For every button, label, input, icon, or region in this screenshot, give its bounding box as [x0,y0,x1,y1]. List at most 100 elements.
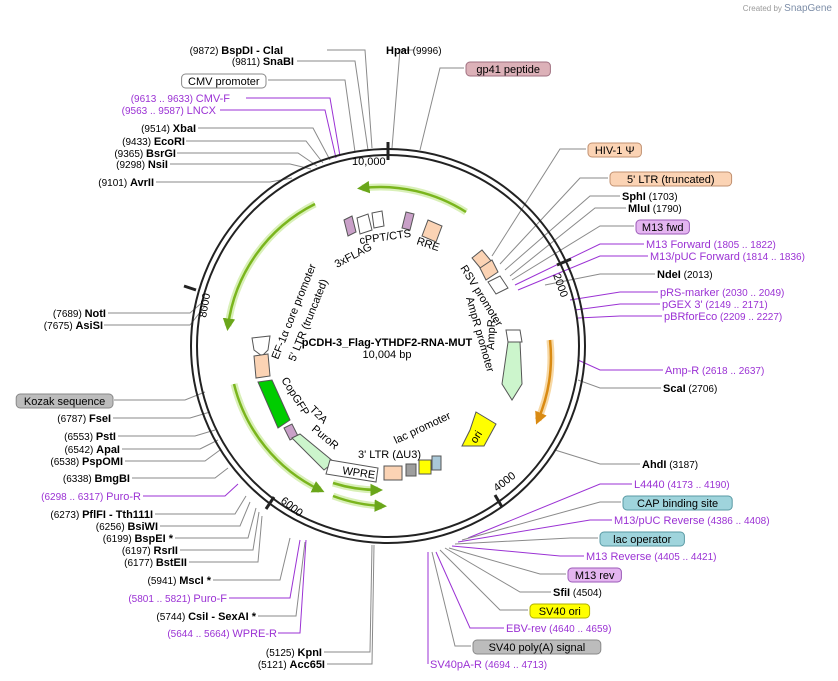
label-apai: (6542) ApaI [64,444,120,456]
label-bspei: (6199) BspEI * [103,533,174,545]
label-noti: (7689) NotI [53,308,106,320]
feature-box-text: M13 fwd [642,222,684,234]
feature-arcs [222,180,555,512]
label-gp41-peptide: gp41 peptide [465,61,551,77]
label-ori: ori [468,429,485,446]
label-ahdi: AhdI (3187) [642,459,698,471]
label-name: NdeI [657,269,681,281]
label-pbrforeco: pBRforEco (2209 .. 2227) [664,311,782,323]
tick-10000: 10,000 [352,156,386,168]
label-name: M13/pUC Forward [650,251,740,263]
label-name: XbaI [173,123,196,135]
label-hiv-1: HIV-1 Ψ [587,142,642,158]
label-sfii: SfiI (4504) [553,587,602,599]
enzyme-label-text: (6542) ApaI [64,444,120,456]
feature-box [15,393,114,409]
label-hpai: HpaI (9996) [386,45,442,57]
enzyme-label-text: (5941) MscI * [148,575,212,587]
label-acc65i: (5121) Acc65I [258,659,325,671]
label-name: PflFI [82,509,106,521]
label-ndei: NdeI (2013) [657,269,713,281]
label-name: NotI [85,308,106,320]
label-pspomi: (6538) PspOMI [50,456,123,468]
label-sv40pa-r: SV40pA-R (4694 .. 4713) [430,659,547,671]
label-num: (2618 .. 2637) [699,366,764,377]
label-psti: (6553) PstI [64,431,116,443]
label-name: SV40pA-R [430,659,482,671]
label-3xflag: 3xFLAG [333,241,374,271]
enzyme-label-text: HpaI (9996) [386,45,442,57]
feature-box-text: SV40 poly(A) signal [489,642,586,654]
enzyme-label-text: MluI (1790) [628,203,682,215]
feature-box [635,219,690,235]
label-name: MscI [179,575,203,587]
primer-label-text: M13/pUC Reverse (4386 .. 4408) [614,515,770,527]
feature-box-text: CAP binding site [637,498,718,510]
label-num: (2030 .. 2049) [719,288,784,299]
label-name: BmgBI [95,473,130,485]
label-puro-f: (5801 .. 5821) Puro-F [128,593,227,605]
label-name: CsiI [188,611,208,623]
label-num: (3187) [666,460,698,471]
label-nsii: (9298) NsiI [116,159,168,171]
label-bsteii: (6177) BstEII [124,557,187,569]
label-name: M13 Forward [646,239,711,251]
label-lac-operator: lac operator [599,531,685,547]
label-fsei: (6787) FseI [57,413,111,425]
feature-box-text: HIV-1 Ψ [595,145,635,157]
primer-label-text: M13/pUC Forward (1814 .. 1836) [650,251,805,263]
label-m13-puc-reverse: M13/pUC Reverse (4386 .. 4408) [614,515,770,527]
label-snabi: (9811) SnaBI [232,56,294,68]
enzyme-label-text: (9872) BspDI - ClaI [190,45,283,57]
label-num: (9101) [98,178,130,189]
label-num: (9996) [410,46,442,57]
label-num: (5125) [266,648,298,659]
label-num: (1790) [650,204,682,215]
label-name: SnaBI [263,56,294,68]
label-name: HpaI [386,45,410,57]
enzyme-label-text: (6538) PspOMI [50,456,123,468]
label-name: M13/pUC Reverse [614,515,704,527]
label-name: AvrII [130,177,154,189]
enzyme-label-text: (6338) BmgBI [63,473,130,485]
enzyme-label-text: (9365) BsrGI [114,148,176,160]
enzyme-label-text: (9298) NsiI [116,159,168,171]
enzyme-label-text: (6787) FseI [57,413,111,425]
label-num: (5744) [156,612,188,623]
label-num: (6199) [103,534,135,545]
label-name: PstI [96,431,116,443]
label-name: AsiSI [75,320,103,332]
label-m13-fwd: M13 fwd [635,219,690,235]
label-num: (4640 .. 4659) [546,624,611,635]
label-num: (2013) [681,270,713,281]
feature-box [609,171,733,187]
label-num: (9872) [190,46,222,57]
label-lac-promoter: lac promoter [392,410,453,447]
label-bspdi: (9872) BspDI - ClaI [190,45,283,57]
label-ampr: AmpR [485,319,498,350]
tick-2000: 2000 [550,272,570,299]
snapgene-logo-text: SnapGene [784,3,832,14]
primer-label-text: (6298 .. 6317) Puro-R [41,491,141,503]
label-msci: (5941) MscI * [148,575,212,587]
label-bmgbi: (6338) BmgBI [63,473,130,485]
label-name: PspOMI [82,456,123,468]
label-m13-reverse: M13 Reverse (4405 .. 4421) [586,551,716,563]
label-name: LNCX [187,105,217,117]
label-name: Puro-R [106,491,141,503]
label-num: (9365) [114,149,146,160]
primer-label-text: Amp-R (2618 .. 2637) [665,365,764,377]
label-num: (6298 .. 6317) [41,492,106,503]
label-num: (6553) [64,432,96,443]
label-cmv-f: (9613 .. 9633) CMV-F [131,93,231,105]
primer-label-text: (9563 .. 9587) LNCX [122,105,217,117]
feature-box [622,495,733,511]
label-name: L4440 [634,479,665,491]
enzyme-label-text: (6553) PstI [64,431,116,443]
enzyme-label-text: (6199) BspEI * [103,533,174,545]
feature-box [465,61,551,77]
primer-label-text: L4440 (4173 .. 4190) [634,479,730,491]
label-name: Puro-F [193,593,227,605]
